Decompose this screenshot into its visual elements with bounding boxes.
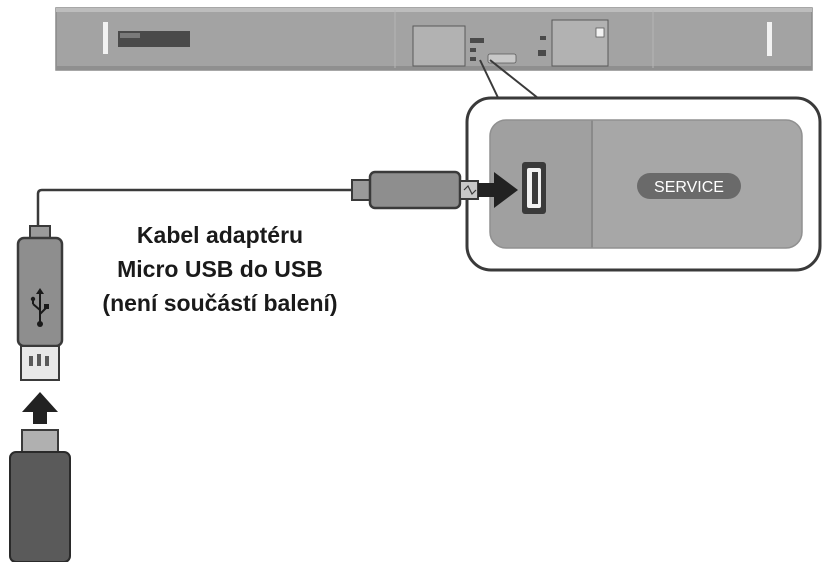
soundbar-slot-left (103, 22, 108, 54)
service-label: SERVICE (654, 179, 724, 196)
soundbar (55, 7, 813, 71)
arrow-up-icon (22, 392, 58, 424)
soundbar-port-panel-right (551, 19, 609, 67)
adapter-cable (36, 188, 354, 226)
caption-line: (není součástí balení) (102, 290, 338, 316)
zoom-callout: SERVICE (465, 96, 822, 272)
service-label-badge (637, 173, 741, 199)
adapter-cable-caption: Kabel adaptéru Micro USB do USB (není so… (70, 218, 370, 320)
usb-icon (30, 288, 49, 327)
usb-a-adapter-end (16, 225, 64, 381)
arrow-right-icon (478, 172, 518, 208)
caption-line: Kabel adaptéru (136, 222, 304, 248)
usb-flash-drive (9, 429, 71, 562)
micro-usb-plug (351, 170, 479, 210)
caption-line: Micro USB do USB (117, 256, 323, 282)
soundbar-slot-right (767, 22, 772, 56)
soundbar-port-panel (412, 25, 466, 67)
